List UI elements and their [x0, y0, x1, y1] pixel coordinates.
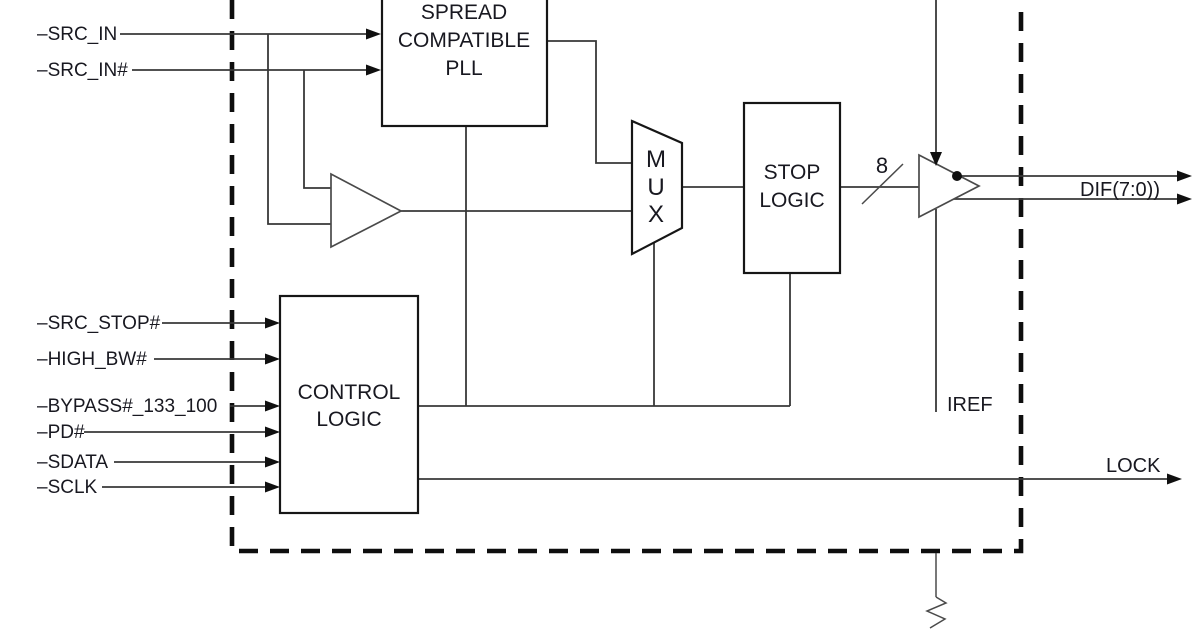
pll-label-line1: SPREAD — [421, 1, 507, 24]
stop-logic-label-line1: STOP — [764, 161, 821, 184]
src-stop-arrowhead — [265, 317, 280, 329]
sclk-arrowhead — [265, 481, 280, 493]
output-buffer-triangle — [918, 153, 981, 219]
chip-boundary-dashed-border — [229, 0, 1024, 554]
src-in-label: –SRC_IN — [37, 24, 117, 45]
bus-width-slash — [861, 163, 904, 205]
src-in-b-arrowhead — [366, 64, 381, 76]
bypass-label: –BYPASS#_133_100 — [37, 396, 217, 417]
src-in-branch-line — [267, 34, 331, 225]
dif-comp-arrowhead — [1177, 193, 1192, 205]
mux-label-u: U — [647, 174, 664, 201]
iref-arrowhead — [930, 152, 942, 166]
mux-label-m: M — [646, 146, 666, 173]
bypass-arrowhead — [265, 400, 280, 412]
control-logic-label-line1: CONTROL — [298, 381, 401, 404]
lock-arrowhead — [1167, 473, 1182, 485]
pll-label-line3: PLL — [445, 57, 482, 80]
output-labels: 8 IREF DIF(7:0)) LOCK — [876, 153, 1161, 477]
sclk-label: –SCLK — [37, 477, 98, 498]
pd-arrowhead — [265, 426, 280, 438]
dif-output-label: DIF(7:0)) — [1080, 179, 1160, 201]
pin-labels: –SRC_IN –SRC_IN# –SRC_STOP# –HIGH_BW# –B… — [37, 24, 217, 498]
signal-lines — [84, 0, 1178, 629]
iref-label: IREF — [947, 394, 993, 416]
bus-width-label: 8 — [876, 153, 888, 178]
high-bw-arrowhead — [265, 353, 280, 365]
sdata-label: –SDATA — [37, 452, 108, 473]
control-logic-label-line2: LOGIC — [316, 408, 381, 431]
pll-label-line2: COMPATIBLE — [398, 29, 530, 52]
pll-to-mux-line — [547, 40, 633, 164]
arrowheads — [265, 28, 1192, 493]
sdata-arrowhead — [265, 456, 280, 468]
mux-block — [630, 119, 684, 256]
lock-output-label: LOCK — [1106, 455, 1161, 477]
input-buffer-triangle — [330, 172, 403, 249]
spread-compatible-pll-block — [380, 0, 549, 128]
pd-label: –PD# — [37, 422, 85, 443]
stop-logic-label-line2: LOGIC — [759, 189, 824, 212]
stop-logic-block — [742, 101, 842, 275]
control-logic-block — [278, 294, 420, 515]
src-in-b-branch-line — [303, 70, 331, 189]
block-labels: SPREAD COMPATIBLE PLL M U X STOP LOGIC C… — [298, 1, 825, 431]
output-polarity-dot — [952, 171, 962, 181]
iref-resistor-zigzag — [925, 596, 948, 629]
high-bw-label: –HIGH_BW# — [37, 349, 147, 370]
src-in-arrowhead — [366, 28, 381, 40]
dif-true-arrowhead — [1177, 170, 1192, 182]
src-in-b-label: –SRC_IN# — [37, 60, 128, 81]
src-stop-label: –SRC_STOP# — [37, 313, 161, 334]
mux-label-x: X — [648, 201, 664, 228]
